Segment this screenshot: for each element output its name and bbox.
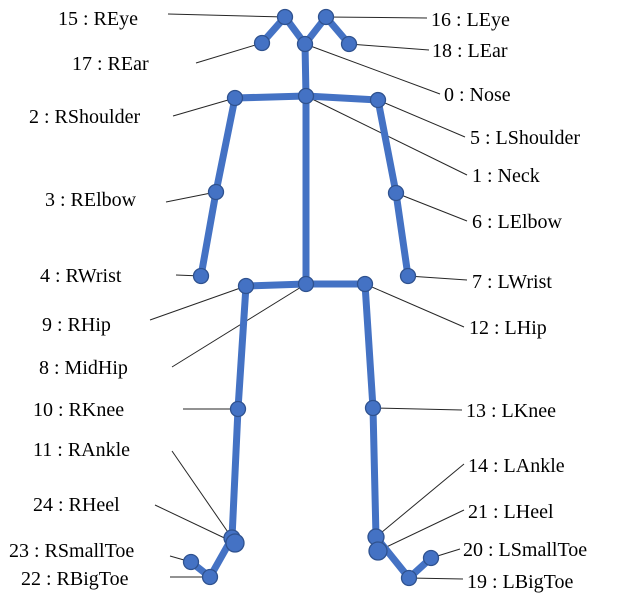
joint-lsmall-toe <box>422 549 440 567</box>
leader-line-rshoulder <box>172 97 236 117</box>
leader-line-lankle <box>375 463 465 538</box>
bone-3-4 <box>197 188 220 280</box>
label-lheel: 21 : LHeel <box>468 501 554 523</box>
label-rankle: 11 : RAnkle <box>33 439 130 461</box>
joint-lelbow <box>387 184 405 202</box>
joint-leye <box>317 8 335 26</box>
label-rknee: 10 : RKnee <box>33 399 124 421</box>
leader-line-lheel <box>377 509 465 552</box>
joint-rbig-toe <box>201 568 219 586</box>
label-lknee: 13 : LKnee <box>466 400 556 422</box>
label-rshoulder: 2 : RShoulder <box>29 106 140 128</box>
joint-rwrist <box>192 267 210 285</box>
leader-line-nose <box>304 43 441 95</box>
bone-10-11 <box>228 405 242 542</box>
label-lelbow: 6 : LElbow <box>472 211 563 233</box>
leader-line-relbow <box>165 191 217 203</box>
label-rwrist: 4 : RWrist <box>40 265 122 287</box>
leader-line-rheel <box>154 504 236 544</box>
label-rhip: 9 : RHip <box>42 314 111 336</box>
joint-rshoulder <box>226 89 244 107</box>
label-rheel: 24 : RHeel <box>33 494 120 516</box>
joint-lbig-toe <box>400 569 418 587</box>
keypoint-labels: 0 : Nose 1 : Neck 2 : RShoulder 3 : RElbow 4… <box>9 8 587 593</box>
leader-line-lear <box>348 43 430 51</box>
joint-nose <box>296 35 314 53</box>
label-relbow: 3 : RElbow <box>45 189 137 211</box>
joint-reye <box>276 8 294 26</box>
label-lear: 18 : LEar <box>432 40 508 62</box>
label-lankle: 14 : LAnkle <box>468 455 565 477</box>
bone-6-7 <box>392 189 412 280</box>
label-lwrist: 7 : LWrist <box>472 271 552 293</box>
label-lshoulder: 5 : LShoulder <box>470 127 580 149</box>
bone-5-6 <box>374 96 400 197</box>
leader-line-leye <box>325 16 428 19</box>
joint-relbow <box>207 183 225 201</box>
label-rear: 17 : REar <box>72 53 149 75</box>
bone-12-13 <box>361 280 377 412</box>
label-lhip: 12 : LHip <box>469 317 547 339</box>
joint-mid-hip <box>297 275 315 293</box>
bone-13-14 <box>369 404 380 541</box>
bone-1-2 <box>231 92 310 102</box>
label-lbig-toe: 19 : LBigToe <box>467 571 573 593</box>
leader-line-lwrist <box>407 275 468 281</box>
leader-line-lelbow <box>395 192 468 222</box>
label-neck: 1 : Neck <box>472 165 540 187</box>
bone-0-1 <box>301 40 310 100</box>
bone-8-9 <box>242 280 310 290</box>
leader-line-lshoulder <box>377 99 466 138</box>
label-lsmall-toe: 20 : LSmallToe <box>463 539 587 561</box>
joint-lwrist <box>399 267 417 285</box>
label-leye: 16 : LEye <box>431 9 510 31</box>
label-reye: 15 : REye <box>58 8 138 30</box>
label-nose: 0 : Nose <box>444 84 511 106</box>
leader-line-lhip <box>364 283 465 328</box>
label-rbig-toe: 22 : RBigToe <box>21 568 129 590</box>
joint-rsmall-toe <box>182 553 200 571</box>
bone-1-5 <box>302 92 382 104</box>
joint-lhip <box>356 275 374 293</box>
label-rsmall-toe: 23 : RSmallToe <box>9 540 134 562</box>
bone-2-3 <box>212 94 239 196</box>
joint-lear <box>340 35 358 53</box>
joint-rhip <box>237 277 255 295</box>
leader-line-reye <box>167 13 286 18</box>
joint-rear <box>253 34 271 52</box>
joint-lheel <box>368 541 388 561</box>
leader-line-rhip <box>149 285 247 321</box>
leader-line-rear <box>195 42 263 64</box>
joint-neck <box>297 87 315 105</box>
label-mid-hip: 8 : MidHip <box>39 357 128 379</box>
joint-rheel <box>225 533 245 553</box>
bone-9-10 <box>234 282 250 413</box>
joint-lknee <box>364 399 382 417</box>
joint-rknee <box>229 400 247 418</box>
leader-line-rankle <box>171 450 233 539</box>
leader-line-lbig-toe <box>408 577 464 580</box>
leader-line-mid-hip <box>171 283 307 368</box>
joint-lshoulder <box>369 91 387 109</box>
leader-line-lknee <box>372 407 463 411</box>
skeleton-joints <box>182 8 440 587</box>
